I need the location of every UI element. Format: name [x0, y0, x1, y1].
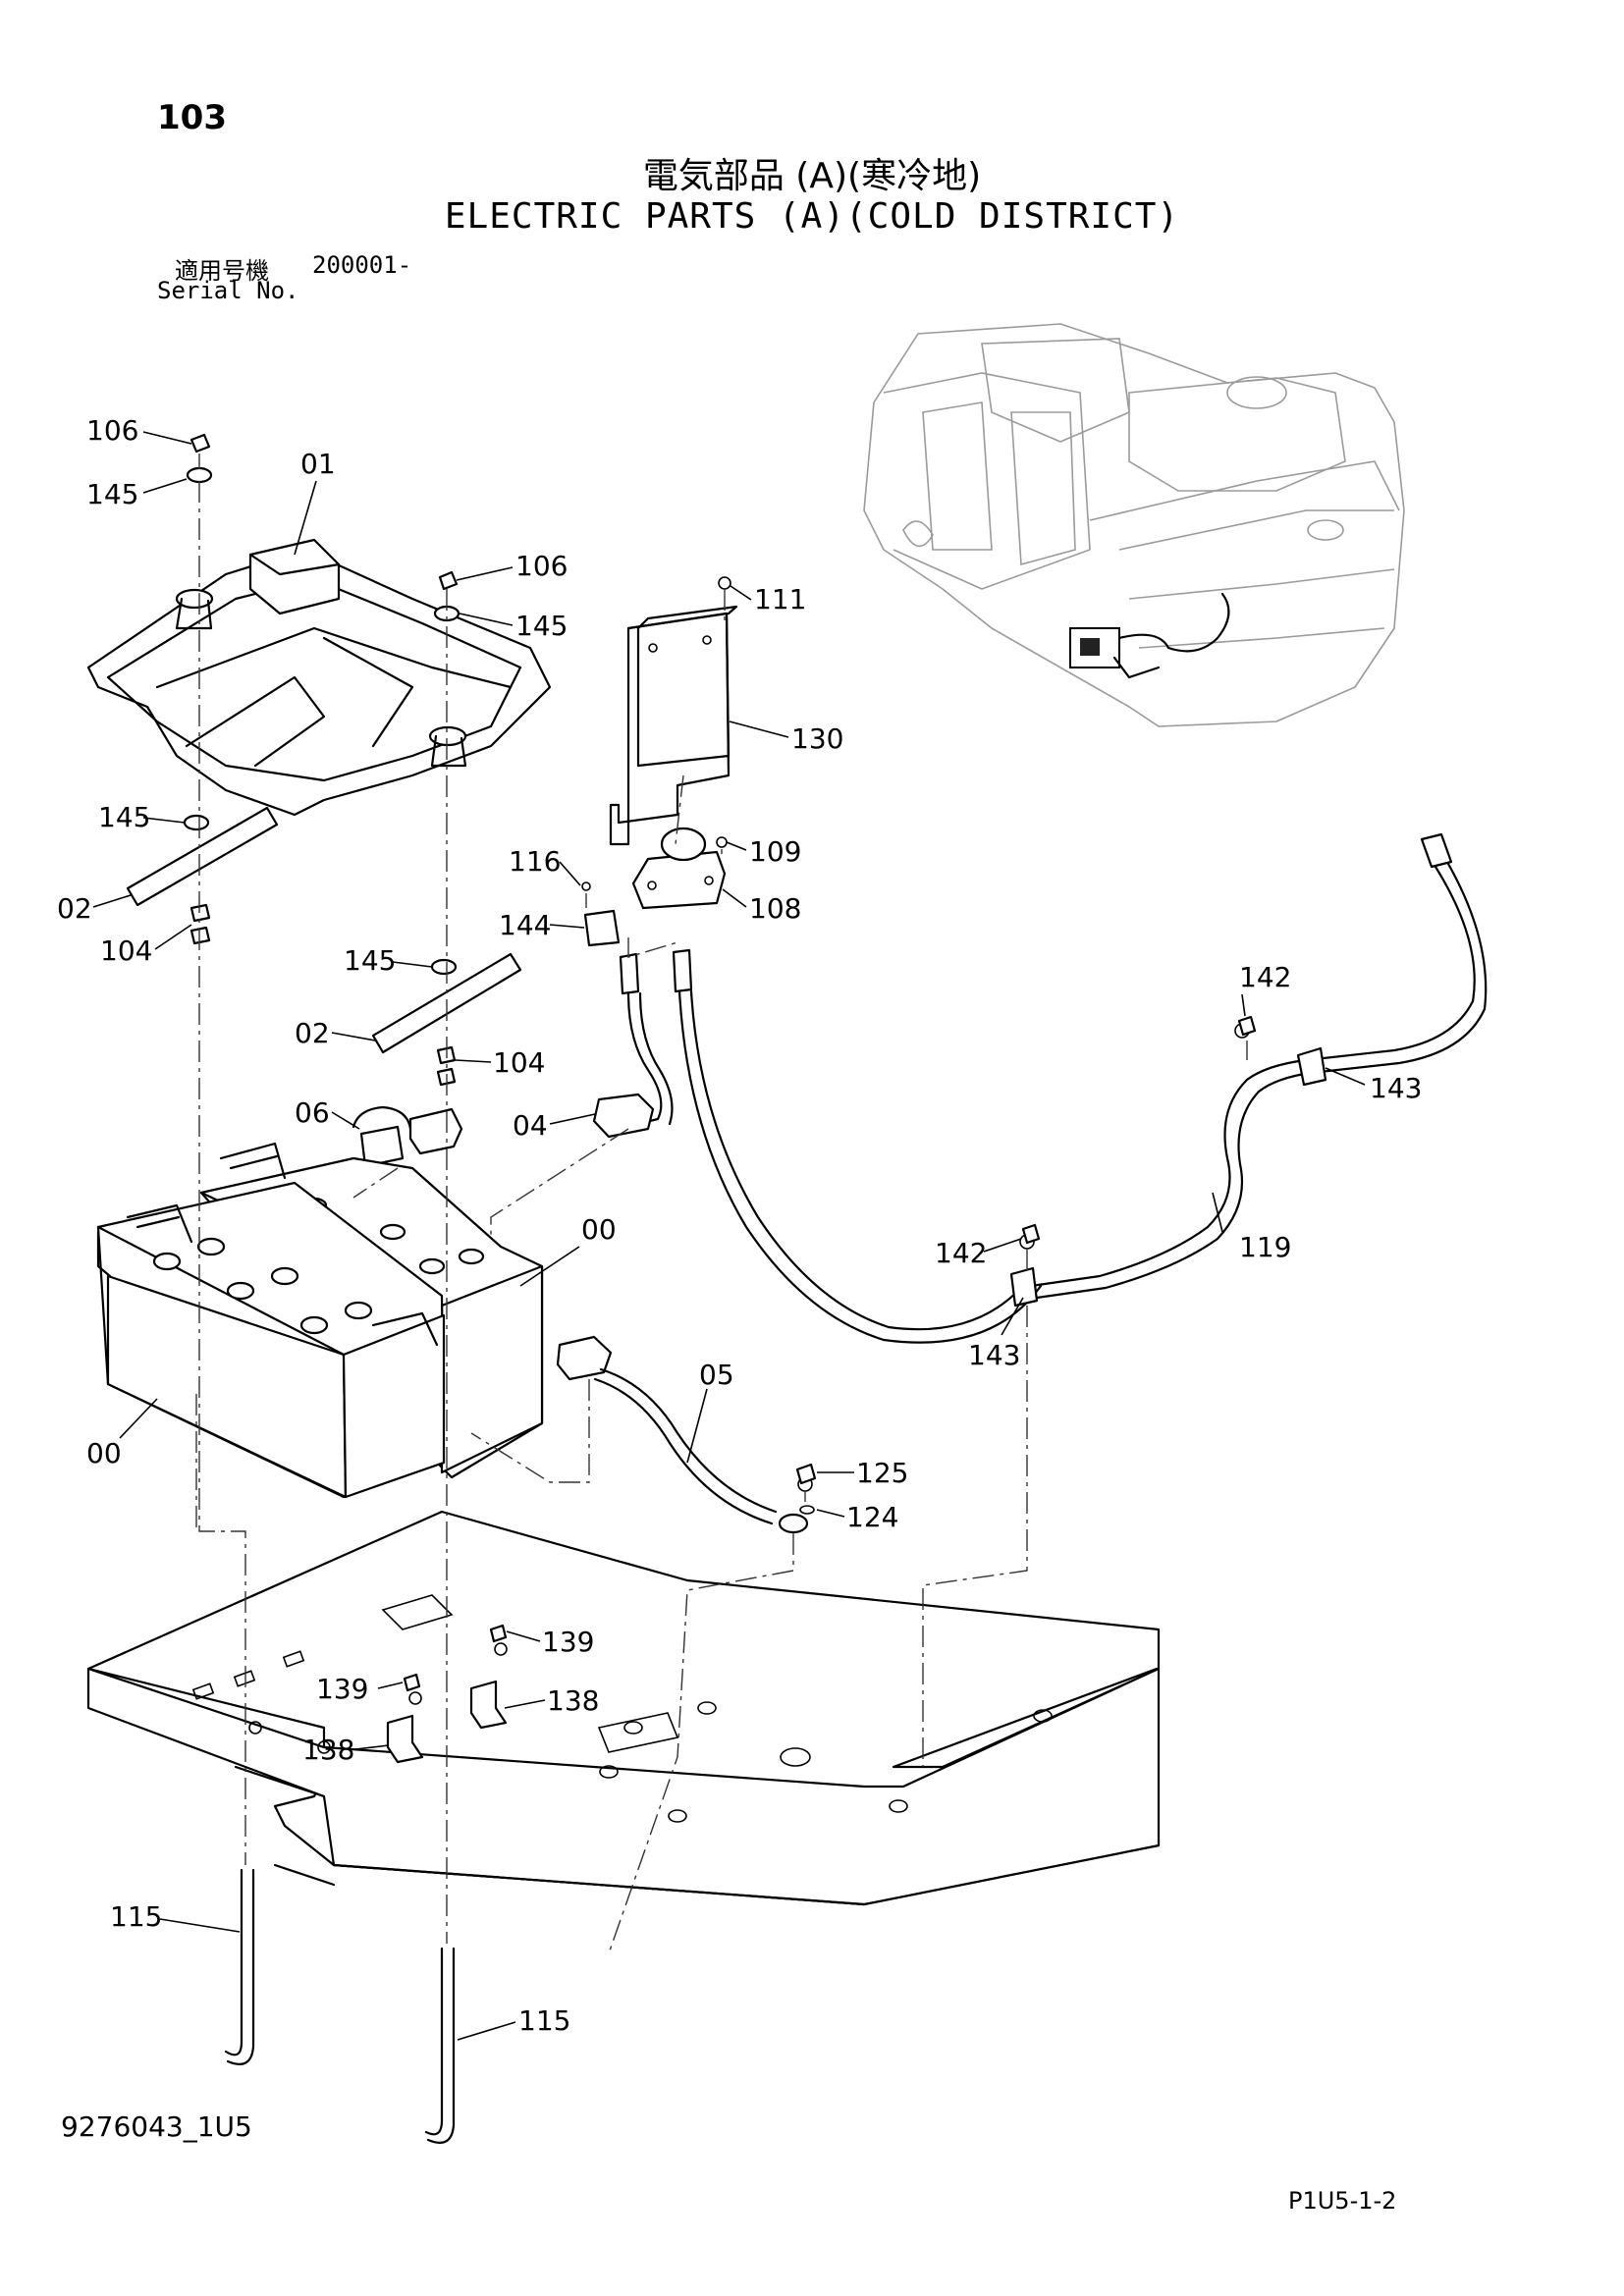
callout-01: 01	[300, 448, 336, 480]
machine-locator-inset	[863, 323, 1405, 727]
callout-104: 104	[493, 1046, 545, 1079]
callout-104: 104	[100, 934, 152, 967]
callout-108: 108	[749, 892, 801, 925]
callout-00: 00	[86, 1437, 122, 1469]
callout-116: 116	[509, 845, 561, 878]
callout-139: 139	[316, 1673, 368, 1705]
support-bars	[126, 806, 522, 1054]
callout-05: 05	[699, 1359, 734, 1391]
terminal-cover-06	[352, 1105, 463, 1168]
callout-143: 143	[968, 1339, 1020, 1371]
callout-142: 142	[1239, 961, 1291, 993]
serial-label-japanese: 適用号機	[175, 257, 269, 285]
callout-139: 139	[542, 1626, 594, 1658]
relay-cables	[592, 948, 1043, 1344]
callout-138: 138	[547, 1684, 599, 1717]
callout-111: 111	[754, 583, 806, 615]
callout-labels: 106 145 01 106 145 111 130 145 02 104 11…	[57, 414, 1422, 2037]
callout-145: 145	[86, 478, 138, 510]
drawing-code: 9276043_1U5	[61, 2110, 252, 2143]
serial-label-english: Serial No.	[157, 277, 299, 304]
relay-bracket	[581, 576, 738, 947]
callout-144: 144	[499, 909, 551, 941]
title-english: ELECTRIC PARTS (A)(COLD DISTRICT)	[444, 196, 1180, 237]
battery-front	[96, 1181, 446, 1499]
callout-106: 106	[86, 414, 138, 447]
page-number: 103	[157, 98, 227, 137]
callout-04: 04	[513, 1109, 548, 1142]
callout-00: 00	[581, 1213, 617, 1246]
callout-115: 115	[518, 2004, 570, 2037]
callout-109: 109	[749, 835, 801, 868]
battery-cover	[86, 538, 552, 817]
callout-145: 145	[515, 610, 568, 642]
base-frame	[86, 1510, 1161, 1906]
callout-130: 130	[791, 722, 843, 755]
callout-124: 124	[846, 1501, 898, 1533]
battery-cable-119	[1009, 832, 1488, 1308]
assembly-lines	[195, 454, 1248, 1954]
callout-106: 106	[515, 550, 568, 582]
title-japanese: 電気部品 (A)(寒冷地)	[642, 156, 982, 196]
callout-119: 119	[1239, 1231, 1291, 1263]
callout-143: 143	[1370, 1072, 1422, 1104]
callout-02: 02	[57, 892, 92, 925]
page-code: P1U5-1-2	[1288, 2187, 1397, 2215]
hold-rods	[224, 1868, 456, 2144]
callout-125: 125	[856, 1457, 908, 1489]
leader-lines	[92, 431, 1366, 2041]
battery-cable-05	[556, 1335, 815, 1534]
callout-115: 115	[110, 1900, 162, 1933]
callout-02: 02	[295, 1017, 330, 1049]
callout-142: 142	[935, 1237, 987, 1269]
callout-145: 145	[344, 944, 396, 977]
callout-06: 06	[295, 1096, 330, 1129]
callout-138: 138	[302, 1734, 354, 1766]
serial-number-value: 200001-	[312, 251, 412, 279]
callout-145: 145	[98, 801, 150, 833]
